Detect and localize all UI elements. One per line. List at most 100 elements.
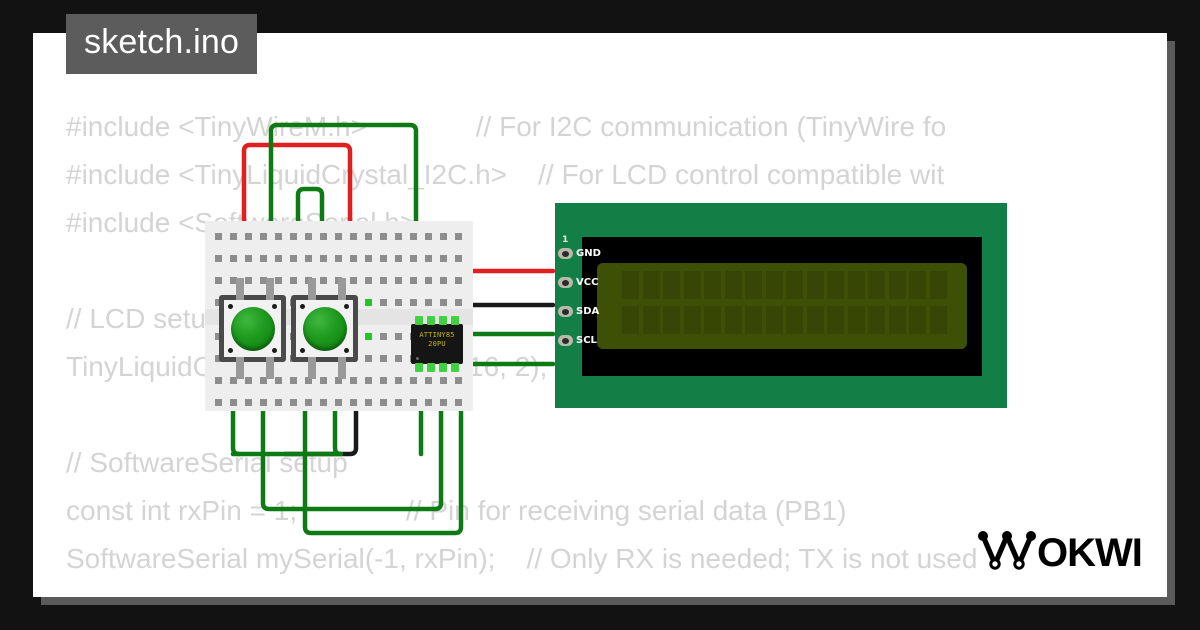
breadboard-hole[interactable] xyxy=(320,255,327,262)
breadboard-hole[interactable] xyxy=(395,377,402,384)
breadboard-hole[interactable] xyxy=(290,333,297,340)
breadboard-hole[interactable] xyxy=(275,399,282,406)
breadboard-hole[interactable] xyxy=(350,333,357,340)
breadboard-hole[interactable] xyxy=(440,333,447,340)
breadboard-hole[interactable] xyxy=(305,233,312,240)
breadboard-hole[interactable] xyxy=(425,333,432,340)
breadboard-hole[interactable] xyxy=(335,233,342,240)
breadboard-hole[interactable] xyxy=(365,377,372,384)
attiny85-pin[interactable] xyxy=(415,316,423,325)
breadboard-hole[interactable] xyxy=(260,255,267,262)
pushbutton-2-cap[interactable] xyxy=(302,306,347,351)
breadboard-hole[interactable] xyxy=(425,255,432,262)
breadboard-hole[interactable] xyxy=(440,399,447,406)
attiny85-pin[interactable] xyxy=(439,363,447,372)
breadboard-hole[interactable] xyxy=(380,277,387,284)
breadboard-hole[interactable] xyxy=(215,355,222,362)
breadboard-hole[interactable] xyxy=(335,355,342,362)
breadboard-hole[interactable] xyxy=(305,277,312,284)
lcd-pin-vcc[interactable] xyxy=(558,277,573,288)
breadboard-hole[interactable] xyxy=(365,333,372,340)
breadboard-hole[interactable] xyxy=(365,233,372,240)
breadboard-hole[interactable] xyxy=(245,355,252,362)
breadboard-hole[interactable] xyxy=(305,377,312,384)
breadboard-hole[interactable] xyxy=(425,277,432,284)
breadboard-hole[interactable] xyxy=(230,255,237,262)
breadboard-hole[interactable] xyxy=(335,299,342,306)
pushbutton-2[interactable] xyxy=(291,278,358,379)
breadboard-hole[interactable] xyxy=(425,377,432,384)
breadboard-hole[interactable] xyxy=(245,399,252,406)
breadboard-hole[interactable] xyxy=(410,255,417,262)
breadboard-hole[interactable] xyxy=(350,377,357,384)
breadboard-hole[interactable] xyxy=(380,333,387,340)
breadboard-hole[interactable] xyxy=(275,333,282,340)
attiny85-chip[interactable]: ATTINY85 20PU xyxy=(411,316,463,372)
breadboard-hole[interactable] xyxy=(410,333,417,340)
breadboard-hole[interactable] xyxy=(380,299,387,306)
breadboard-hole[interactable] xyxy=(260,233,267,240)
breadboard-hole[interactable] xyxy=(215,399,222,406)
breadboard-hole[interactable] xyxy=(290,299,297,306)
breadboard-hole[interactable] xyxy=(350,399,357,406)
pushbutton-1[interactable] xyxy=(219,278,286,379)
breadboard-hole[interactable] xyxy=(455,333,462,340)
breadboard-hole[interactable] xyxy=(425,299,432,306)
breadboard-hole[interactable] xyxy=(380,233,387,240)
breadboard-hole[interactable] xyxy=(245,255,252,262)
breadboard-hole[interactable] xyxy=(350,299,357,306)
breadboard-hole[interactable] xyxy=(275,377,282,384)
breadboard-hole[interactable] xyxy=(395,355,402,362)
breadboard-hole[interactable] xyxy=(275,277,282,284)
attiny85-pin[interactable] xyxy=(439,316,447,325)
breadboard-hole[interactable] xyxy=(275,299,282,306)
breadboard-hole[interactable] xyxy=(440,233,447,240)
breadboard-hole[interactable] xyxy=(245,277,252,284)
breadboard-hole[interactable] xyxy=(395,255,402,262)
breadboard-hole[interactable] xyxy=(395,399,402,406)
breadboard-hole[interactable] xyxy=(410,299,417,306)
lcd-pin-gnd[interactable] xyxy=(558,248,573,259)
breadboard-hole[interactable] xyxy=(410,399,417,406)
breadboard-hole[interactable] xyxy=(215,377,222,384)
breadboard-hole[interactable] xyxy=(260,399,267,406)
breadboard-hole[interactable] xyxy=(395,299,402,306)
breadboard-hole[interactable] xyxy=(215,255,222,262)
breadboard-hole[interactable] xyxy=(395,233,402,240)
breadboard-hole[interactable] xyxy=(455,299,462,306)
lcd-pin-scl[interactable] xyxy=(558,335,573,346)
breadboard-hole[interactable] xyxy=(275,255,282,262)
breadboard-hole[interactable] xyxy=(260,377,267,384)
breadboard-hole[interactable] xyxy=(230,333,237,340)
pushbutton-1-cap[interactable] xyxy=(230,306,275,351)
breadboard-hole[interactable] xyxy=(305,333,312,340)
breadboard-hole[interactable] xyxy=(290,399,297,406)
breadboard-hole[interactable] xyxy=(365,299,372,306)
breadboard-hole[interactable] xyxy=(230,233,237,240)
breadboard-hole[interactable] xyxy=(275,233,282,240)
breadboard-hole[interactable] xyxy=(455,255,462,262)
breadboard-hole[interactable] xyxy=(350,277,357,284)
breadboard-hole[interactable] xyxy=(305,299,312,306)
breadboard-hole[interactable] xyxy=(440,299,447,306)
breadboard-hole[interactable] xyxy=(335,399,342,406)
breadboard-hole[interactable] xyxy=(320,377,327,384)
breadboard-hole[interactable] xyxy=(230,277,237,284)
breadboard-hole[interactable] xyxy=(350,233,357,240)
breadboard-hole[interactable] xyxy=(350,255,357,262)
breadboard-hole[interactable] xyxy=(335,333,342,340)
breadboard-hole[interactable] xyxy=(320,233,327,240)
breadboard-hole[interactable] xyxy=(245,299,252,306)
breadboard-hole[interactable] xyxy=(290,277,297,284)
breadboard-hole[interactable] xyxy=(215,299,222,306)
breadboard-hole[interactable] xyxy=(425,233,432,240)
breadboard-hole[interactable] xyxy=(380,399,387,406)
breadboard-hole[interactable] xyxy=(230,399,237,406)
attiny85-pin[interactable] xyxy=(427,363,435,372)
breadboard-hole[interactable] xyxy=(335,377,342,384)
breadboard-hole[interactable] xyxy=(440,355,447,362)
breadboard-hole[interactable] xyxy=(275,355,282,362)
breadboard-hole[interactable] xyxy=(365,255,372,262)
breadboard-hole[interactable] xyxy=(230,299,237,306)
breadboard-hole[interactable] xyxy=(365,355,372,362)
